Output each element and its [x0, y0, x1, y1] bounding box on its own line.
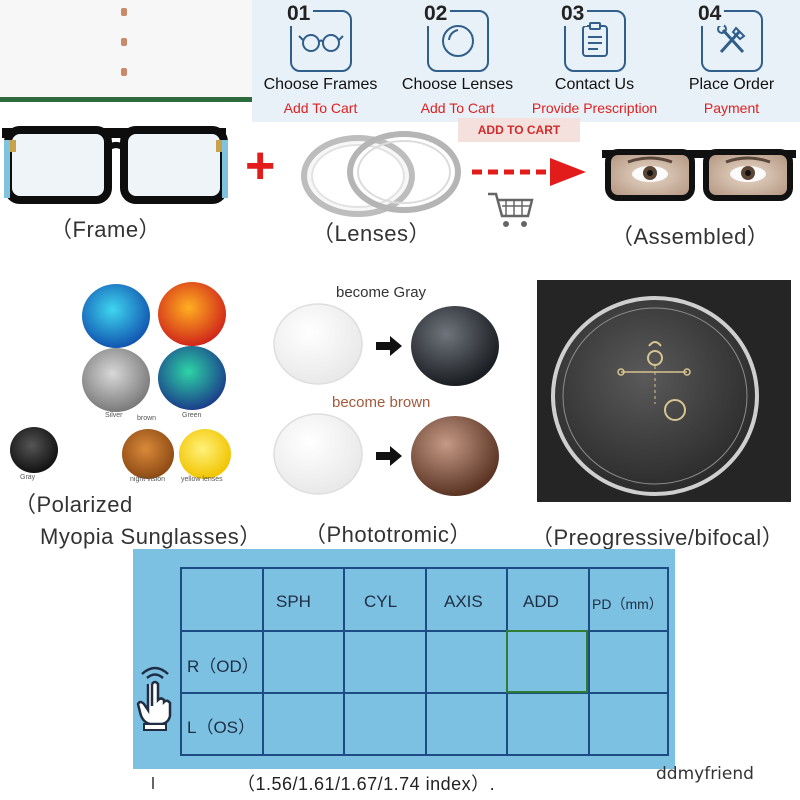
header-cyl: CYL: [364, 592, 398, 611]
become-gray-text: become Gray: [336, 284, 427, 301]
step-number: 01: [284, 2, 314, 26]
step-choose-frames[interactable]: 01 Choose Frames Add To Cart: [252, 0, 389, 122]
cell-l-pd[interactable]: [590, 694, 667, 754]
step-title: Choose Lenses: [401, 76, 514, 93]
grid-line: [667, 567, 669, 756]
frame-label: （Frame）: [50, 217, 162, 242]
lens-swatch-gray: [10, 427, 58, 473]
lenses-label: （Lenses）: [312, 221, 431, 246]
progressive-lens-image: [537, 280, 791, 502]
become-brown-text: become brown: [332, 394, 431, 411]
document-icon: [582, 22, 608, 57]
grid-line: [180, 630, 669, 632]
cell-l-add[interactable]: [508, 694, 588, 754]
lenses-image: [301, 131, 461, 217]
glasses-icon: [298, 34, 344, 52]
prescription-panel: [133, 549, 675, 769]
assembled-glasses-image: [598, 140, 800, 202]
step-title: Contact Us: [554, 76, 635, 93]
assembled-label: （Assembled）: [611, 224, 770, 249]
grid-line: [425, 567, 427, 756]
cart-icon: [488, 192, 534, 227]
grid-line: [262, 567, 264, 756]
cell-r-cyl[interactable]: [345, 632, 425, 692]
cell-r-pd[interactable]: [590, 632, 667, 692]
plus-icon: +: [245, 137, 276, 195]
add-to-cart-button[interactable]: ADD TO CART: [458, 118, 580, 142]
watermark: ddmyfriend: [656, 764, 754, 784]
tick-mark: [152, 777, 154, 789]
decoration-mark: [121, 38, 127, 46]
step-icon-box: [564, 10, 626, 72]
photochromic-panel: become Gray become brown: [270, 272, 510, 508]
swatch-label-silver: Silver: [105, 412, 123, 419]
arrow-right-icon: [472, 158, 586, 186]
lens-swatch-silver: [82, 348, 150, 412]
lens-swatch-yellow: [179, 429, 231, 479]
step-place-order[interactable]: 04 Place Order Payment: [663, 0, 800, 122]
swatch-label-night-vision: night vision: [130, 476, 166, 483]
photochromic-label: （Phototromic）: [304, 522, 472, 547]
step-subtitle: Add To Cart: [283, 100, 358, 116]
step-icon-box: [701, 10, 763, 72]
row-label-right-eye: R（OD）: [187, 657, 259, 676]
polarized-label-line1: （Polarized: [14, 492, 133, 517]
cell-r-sph[interactable]: [264, 632, 343, 692]
swatch-label-yellow: yellow lenses: [181, 476, 223, 483]
polarized-lens-swatches: [10, 282, 231, 479]
grid-line: [180, 692, 669, 694]
swatch-label-brown: brown: [137, 415, 157, 422]
step-contact-us[interactable]: 03 Contact Us Provide Prescription: [526, 0, 663, 122]
lens-icon: [442, 25, 474, 57]
grid-line: [180, 567, 669, 569]
decoration-mark: [121, 8, 127, 16]
row-label-left-eye: L（OS）: [187, 718, 256, 737]
lens-swatch-blue: [82, 284, 150, 348]
step-choose-lenses[interactable]: 02 Choose Lenses Add To Cart: [389, 0, 526, 122]
order-steps: 01 Choose Frames Add To Cart 02 Choose L…: [252, 0, 800, 122]
cell-r-add[interactable]: [508, 632, 588, 692]
grid-line: [343, 567, 345, 756]
divider: [0, 97, 252, 102]
step-title: Place Order: [688, 76, 775, 93]
index-options-text: （1.56/1.61/1.67/1.74 index）.: [237, 774, 496, 794]
lens-swatch-green: [158, 346, 226, 410]
swatch-label-gray: Gray: [20, 474, 36, 481]
top-left-banner: [0, 0, 252, 100]
cell-r-axis[interactable]: [427, 632, 506, 692]
pointing-hand-icon: [136, 666, 172, 731]
decoration-mark: [121, 68, 127, 76]
grid-line: [180, 754, 669, 756]
grid-line: [588, 567, 590, 756]
cell-l-sph[interactable]: [264, 694, 343, 754]
step-subtitle: Add To Cart: [420, 100, 495, 116]
header-axis: AXIS: [444, 592, 483, 611]
grid-line: [180, 567, 182, 756]
header-add: ADD: [523, 592, 559, 611]
step-number: 03: [558, 2, 588, 26]
photochromic-brown-demo: [273, 413, 499, 496]
frame-image: [2, 126, 228, 204]
lens-swatch-brown: [122, 429, 174, 479]
step-icon-box: [290, 10, 352, 72]
header-pd: PD（mm）: [592, 596, 663, 612]
step-subtitle: Provide Prescription: [531, 100, 658, 116]
step-subtitle: Payment: [703, 100, 760, 116]
step-number: 02: [421, 2, 451, 26]
photochromic-gray-demo: [273, 303, 499, 386]
add-cell-highlight: [506, 630, 588, 693]
cell-l-axis[interactable]: [427, 694, 506, 754]
swatch-label-green: Green: [182, 412, 202, 419]
progressive-label: （Preogressive/bifocal）: [531, 525, 785, 550]
step-icon-box: [427, 10, 489, 72]
step-number: 04: [695, 2, 725, 26]
tools-icon: [717, 24, 746, 54]
lens-swatch-red: [158, 282, 226, 346]
polarized-label-line2: Myopia Sunglasses）: [40, 524, 262, 549]
cell-l-cyl[interactable]: [345, 694, 425, 754]
step-title: Choose Frames: [263, 76, 378, 93]
header-sph: SPH: [276, 592, 311, 611]
